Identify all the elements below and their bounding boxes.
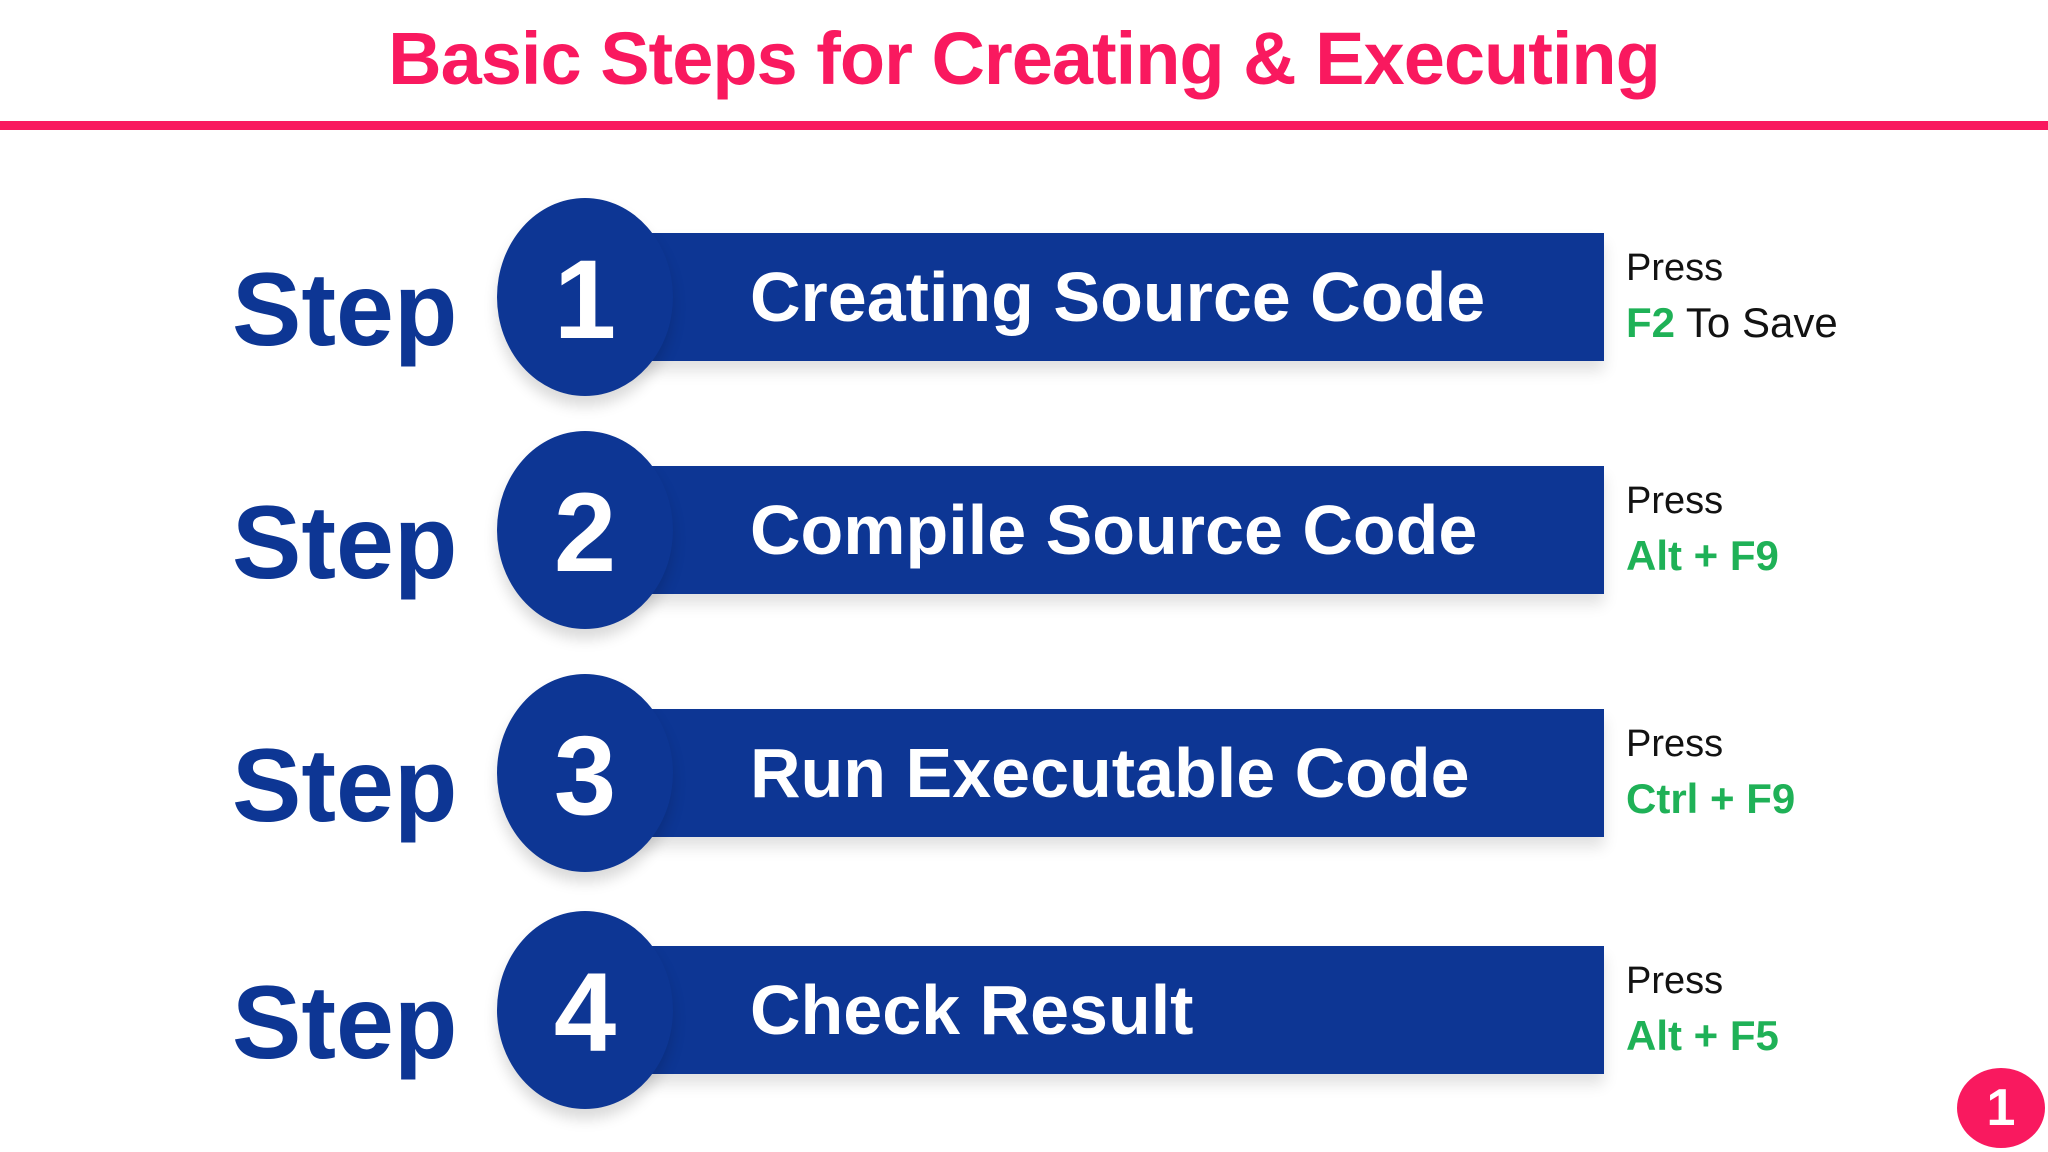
step-word: Step <box>232 252 458 368</box>
shortcut-block: Press Ctrl + F9 <box>1626 722 1795 824</box>
step-number: 3 <box>553 713 617 838</box>
step-number: 4 <box>553 950 617 1075</box>
step-number: 2 <box>553 470 617 595</box>
step-bar-label: Check Result <box>750 971 1194 1049</box>
shortcut-suffix: To Save <box>1675 298 1838 346</box>
step-bar: Creating Source Code <box>580 233 1604 361</box>
step-row-4: Step Check Result 4 Press Alt + F5 <box>0 911 2048 1109</box>
shortcut-block: Press Alt + F5 <box>1626 959 1779 1061</box>
step-bar-label: Compile Source Code <box>750 491 1478 569</box>
step-number-circle: 2 <box>497 431 673 629</box>
step-number-circle: 3 <box>497 674 673 872</box>
title-underline <box>0 121 2048 130</box>
shortcut-key: Ctrl + F9 <box>1626 774 1796 822</box>
shortcut-line: Alt + F5 <box>1626 1011 1779 1061</box>
page-number: 1 <box>1986 1079 2016 1137</box>
press-label: Press <box>1626 480 1724 522</box>
step-bar: Compile Source Code <box>580 466 1604 594</box>
shortcut-line: F2 To Save <box>1626 298 1838 348</box>
shortcut-block: Press F2 To Save <box>1626 246 1838 348</box>
step-row-3: Step Run Executable Code 3 Press Ctrl + … <box>0 674 2048 872</box>
page-title: Basic Steps for Creating & Executing <box>388 17 1661 100</box>
step-number-circle: 1 <box>497 198 673 396</box>
step-number-circle: 4 <box>497 911 673 1109</box>
step-word: Step <box>232 965 458 1081</box>
shortcut-key: Alt + F5 <box>1626 1011 1779 1059</box>
step-bar: Run Executable Code <box>580 709 1604 837</box>
page-number-badge: 1 <box>1957 1068 2045 1148</box>
shortcut-line: Ctrl + F9 <box>1626 774 1795 824</box>
step-word: Step <box>232 485 458 601</box>
press-label: Press <box>1626 723 1724 765</box>
press-label: Press <box>1626 247 1724 289</box>
step-number: 1 <box>553 237 617 362</box>
step-bar: Check Result <box>580 946 1604 1074</box>
shortcut-block: Press Alt + F9 <box>1626 479 1779 581</box>
shortcut-line: Alt + F9 <box>1626 531 1779 581</box>
step-row-2: Step Compile Source Code 2 Press Alt + F… <box>0 431 2048 629</box>
step-row-1: Step Creating Source Code 1 Press F2 To … <box>0 198 2048 396</box>
step-bar-label: Run Executable Code <box>750 734 1470 812</box>
shortcut-key: F2 <box>1626 298 1676 346</box>
shortcut-key: Alt + F9 <box>1626 531 1779 579</box>
press-label: Press <box>1626 960 1724 1002</box>
step-word: Step <box>232 728 458 844</box>
step-bar-label: Creating Source Code <box>750 258 1486 336</box>
